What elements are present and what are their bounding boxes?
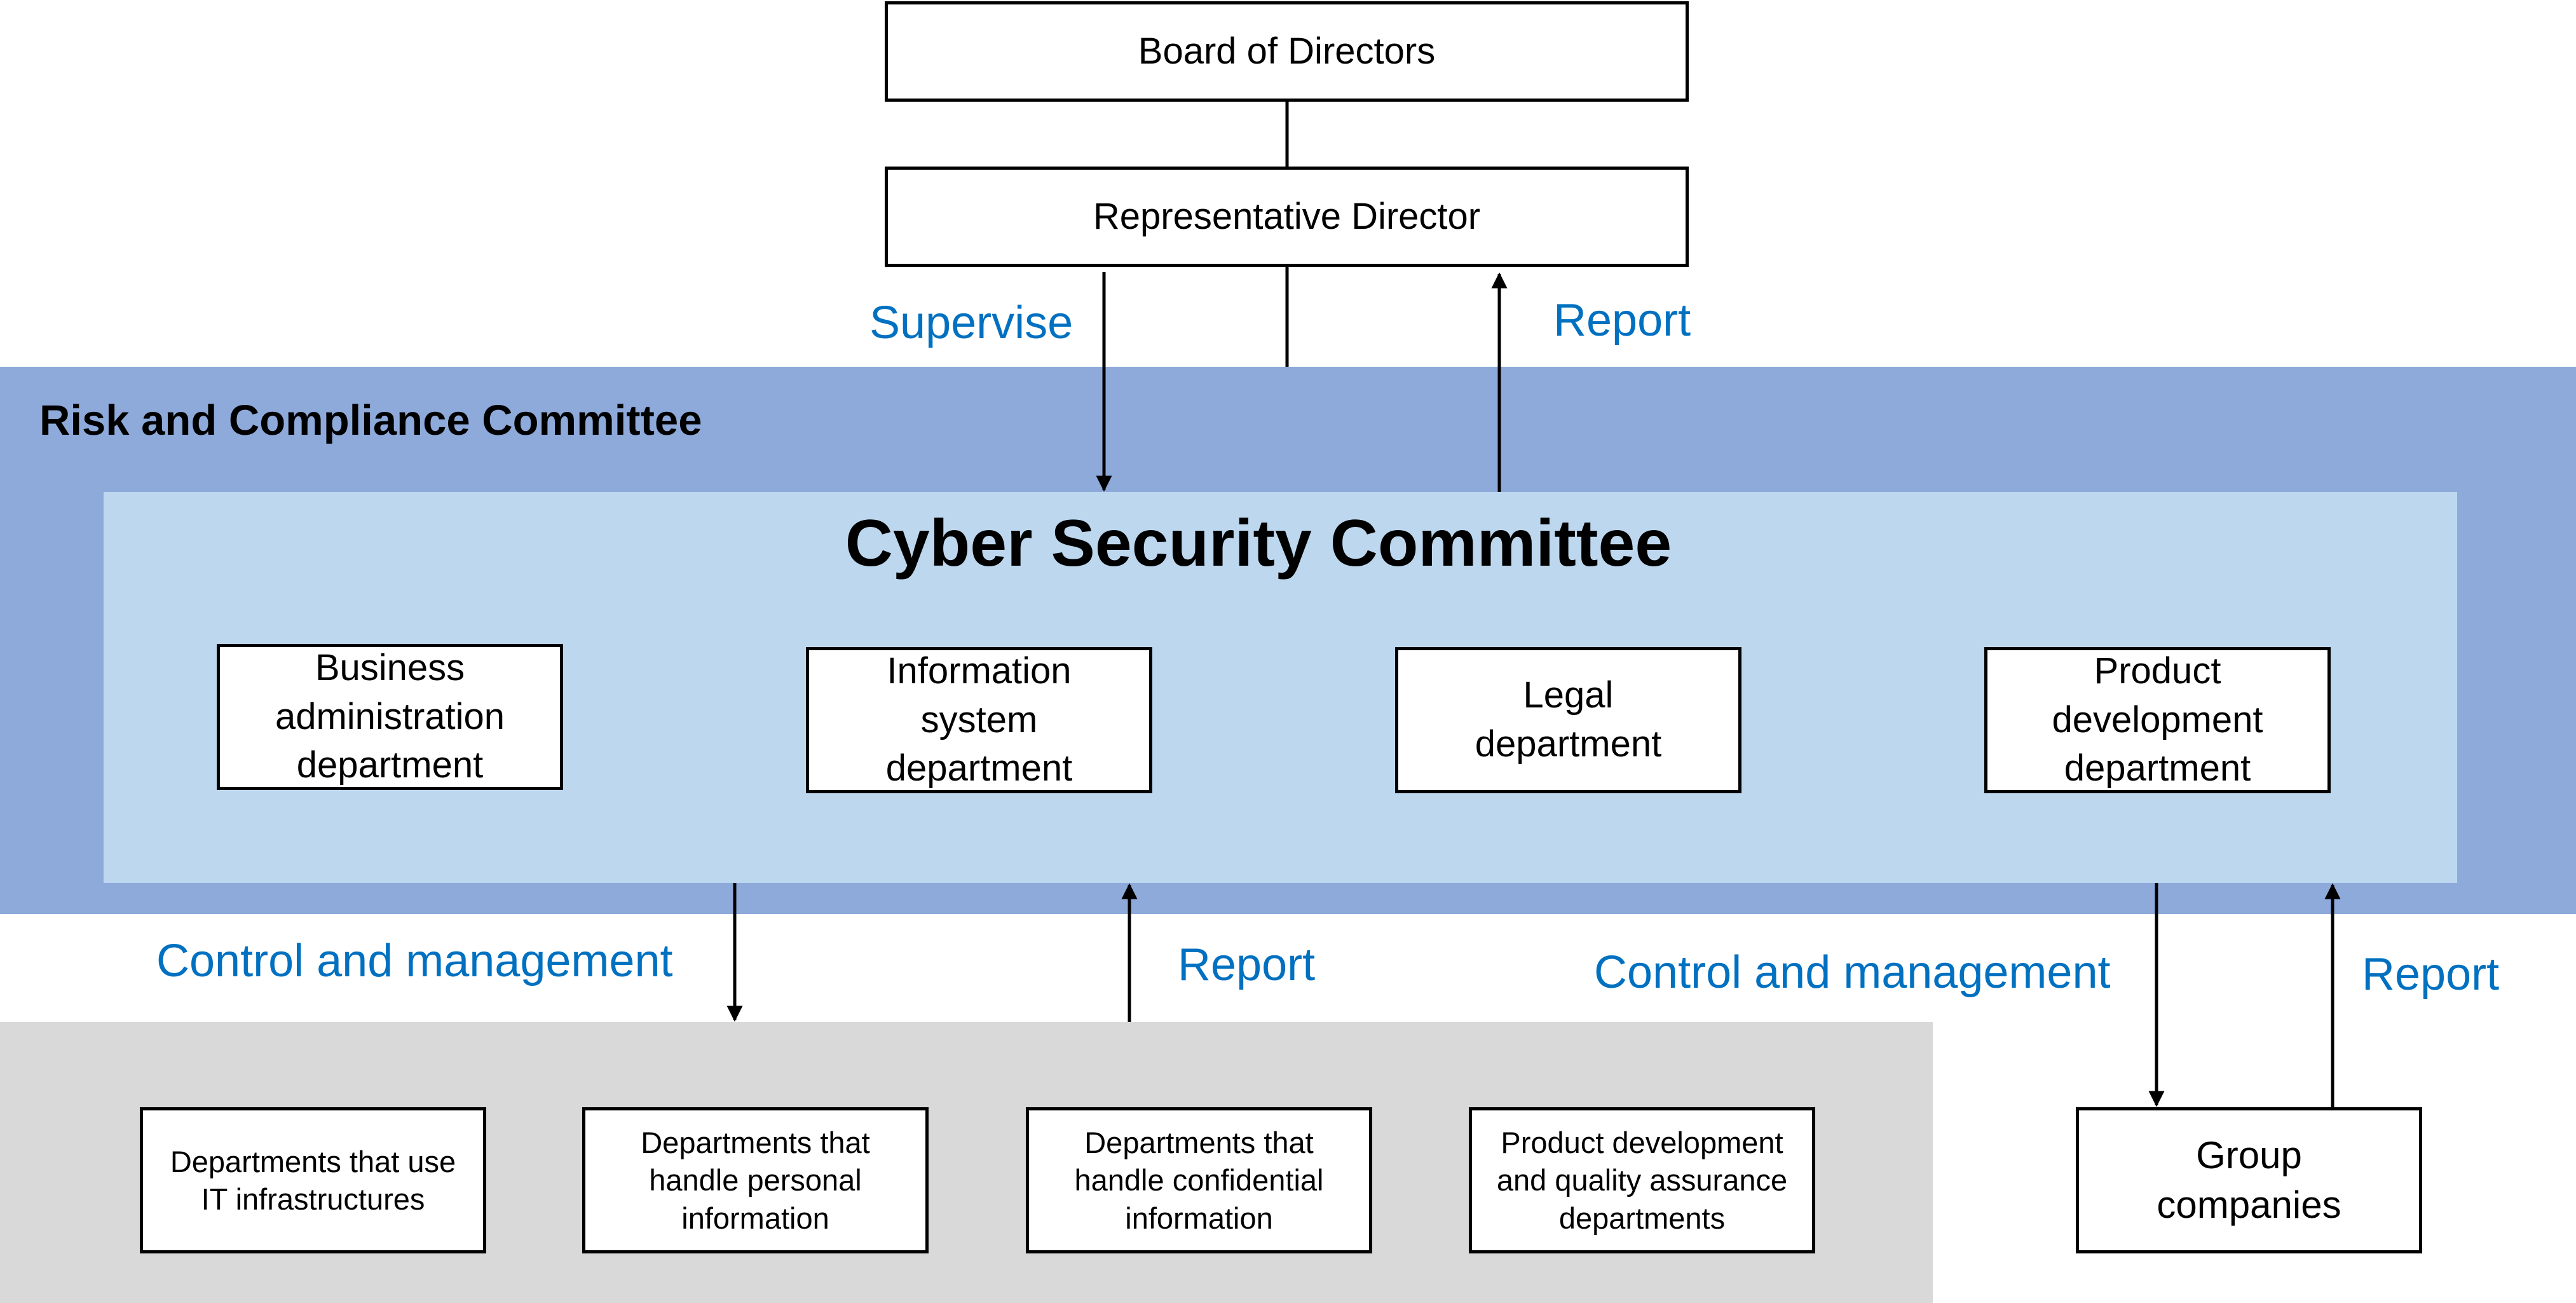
representative-director-label: Representative Director xyxy=(1093,196,1481,238)
representative-director-box: Representative Director xyxy=(885,167,1689,267)
report-top-label: Report xyxy=(1553,295,1691,346)
department-label: Departments that use IT infrastructures xyxy=(170,1144,456,1216)
cyber-security-title: Cyber Security Committee xyxy=(845,507,1672,580)
supervise-label: Supervise xyxy=(869,297,1073,348)
confidential-information-departments-box: Departments that handle confidential inf… xyxy=(1026,1107,1372,1253)
product-development-box: Product development department xyxy=(1984,647,2331,793)
control-management-left-label: Control and management xyxy=(156,936,673,986)
product-quality-departments-box: Product development and quality assuranc… xyxy=(1469,1107,1815,1253)
board-of-directors-label: Board of Directors xyxy=(1138,31,1436,72)
board-of-directors-box: Board of Directors xyxy=(885,1,1689,102)
department-label: Product development and quality assuranc… xyxy=(1496,1126,1788,1235)
legal-department-box: Legal department xyxy=(1395,647,1741,793)
report-right-label: Report xyxy=(2362,949,2500,1000)
it-infrastructure-departments-box: Departments that use IT infrastructures xyxy=(140,1107,486,1253)
group-companies-box: Group companies xyxy=(2076,1107,2422,1253)
information-system-box: Information system department xyxy=(806,647,1152,793)
department-label: Information system department xyxy=(885,650,1073,789)
department-label: Business administration department xyxy=(275,647,505,786)
group-companies-label: Group companies xyxy=(2157,1134,2341,1226)
department-label: Departments that handle confidential inf… xyxy=(1074,1126,1324,1235)
department-label: Product development department xyxy=(2052,650,2263,789)
department-label: Departments that handle personal informa… xyxy=(641,1126,870,1235)
risk-compliance-title: Risk and Compliance Committee xyxy=(39,397,702,444)
department-label: Legal department xyxy=(1475,674,1662,765)
business-administration-box: Business administration department xyxy=(217,644,563,790)
control-management-right-label: Control and management xyxy=(1594,947,2111,998)
personal-information-departments-box: Departments that handle personal informa… xyxy=(582,1107,929,1253)
report-left-label: Report xyxy=(1178,939,1316,990)
